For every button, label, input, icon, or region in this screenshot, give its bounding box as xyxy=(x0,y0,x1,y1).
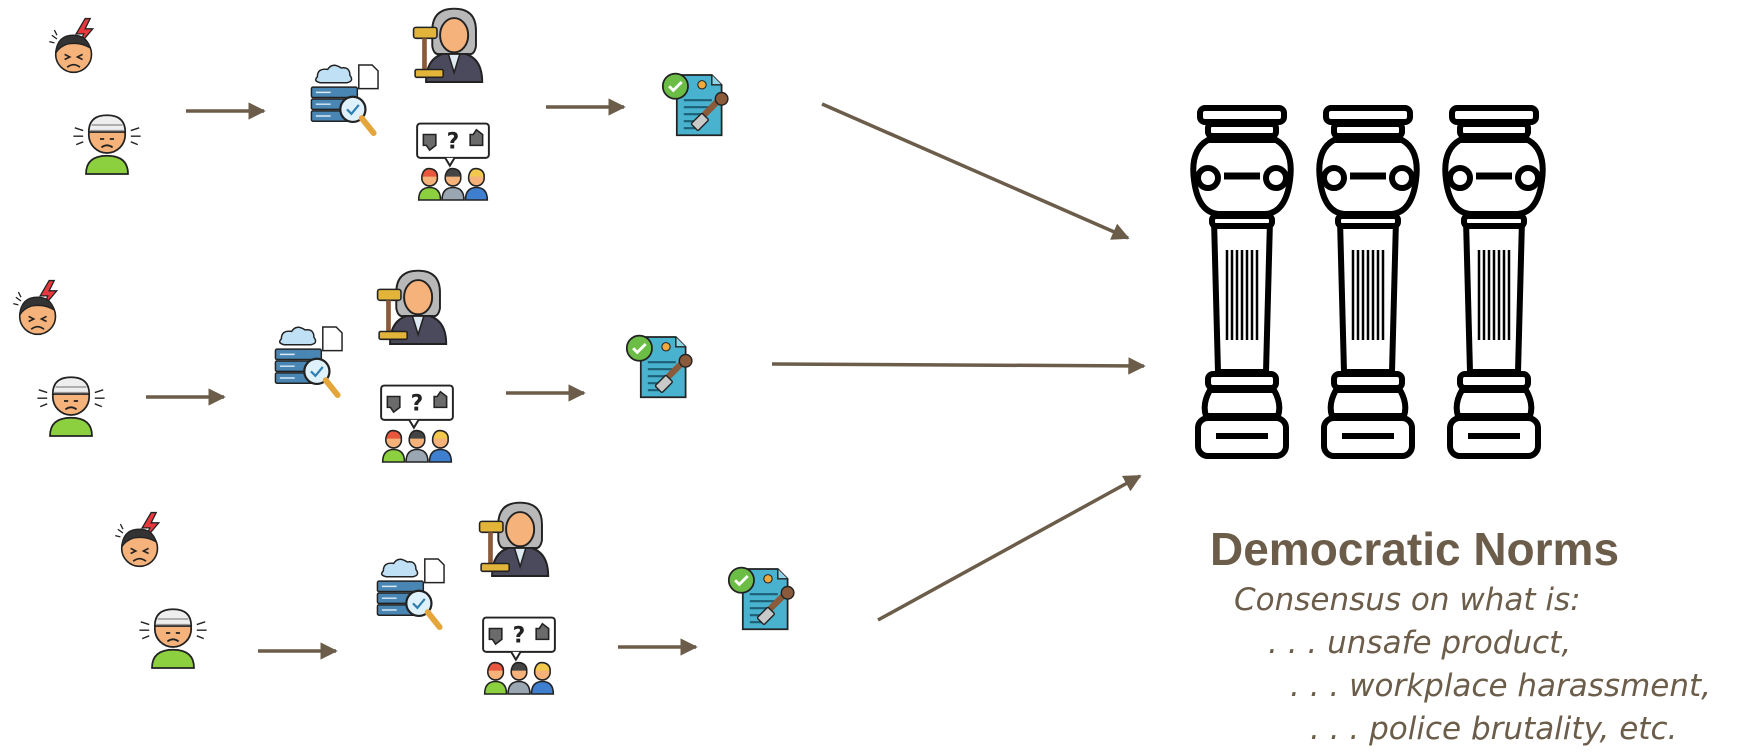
outcome-line-1: Consensus on what is: xyxy=(1234,582,1581,618)
pillar-1 xyxy=(1190,105,1294,459)
arrow-to-norms-1 xyxy=(821,102,1130,240)
outcome-line-2: . . . unsafe product, xyxy=(1268,625,1572,661)
outcome-title: Democratic Norms xyxy=(1210,523,1620,575)
arrow-to-norms-2 xyxy=(771,357,1146,375)
outcome-line-3: . . . workplace harassment, xyxy=(1290,668,1712,704)
pillar-3 xyxy=(1442,105,1546,459)
outcome-line-4: . . . police brutality, etc. xyxy=(1310,711,1678,747)
pillar-2 xyxy=(1316,105,1420,459)
arrow-to-norms-3 xyxy=(877,474,1142,622)
